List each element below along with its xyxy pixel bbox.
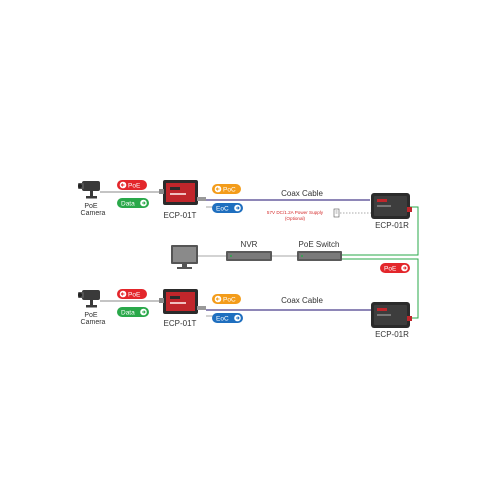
bottom-data-badge-text: Data <box>121 310 135 317</box>
nvr-label: NVR <box>241 240 258 249</box>
top-camera-label-line2: Camera <box>81 210 106 217</box>
bottom-poe-badge-text: PoE <box>128 292 141 299</box>
bottom-green-link <box>342 258 419 319</box>
nvr-device <box>226 251 272 261</box>
bottom-poc-badge-text: PoC <box>223 297 236 304</box>
top-receiver-device <box>371 193 412 219</box>
top-coax-label: Coax Cable <box>281 189 323 198</box>
monitor-icon <box>171 245 198 269</box>
top-transmitter-device <box>159 180 206 205</box>
power-plug-icon <box>333 208 340 218</box>
camera-icon <box>78 181 100 199</box>
top-data-badge: Data <box>117 198 149 208</box>
bottom-transmitter-label: ECP-01T <box>164 319 197 328</box>
top-transmitter-label: ECP-01T <box>164 211 197 220</box>
top-camera-label-line1: PoE <box>84 203 98 210</box>
bottom-camera-label-line1: PoE <box>84 312 98 319</box>
top-poc-badge-text: PoC <box>223 187 236 194</box>
bottom-transmitter-device <box>159 289 206 314</box>
bottom-data-badge: Data <box>117 307 149 317</box>
top-poe-badge: PoE <box>117 180 147 190</box>
bottom-eoc-badge: EoC <box>212 313 243 323</box>
power-supply-line1: 57V DC/1.2A Power Supply <box>267 210 324 215</box>
switch-label: PoE Switch <box>299 240 340 249</box>
top-green-link <box>342 206 419 256</box>
top-poe-badge-text: PoE <box>128 183 141 190</box>
bottom-coax-label: Coax Cable <box>281 296 323 305</box>
bottom-camera-label-line2: Camera <box>81 319 106 326</box>
top-data-badge-text: Data <box>121 201 135 208</box>
power-supply-line2: (Optional) <box>285 216 306 221</box>
top-poc-badge: PoC <box>212 184 241 194</box>
top-eoc-badge-text: EoC <box>216 206 229 213</box>
bottom-eoc-badge-text: EoC <box>216 316 229 323</box>
switch-device <box>297 251 342 261</box>
bottom-receiver-device <box>371 302 412 328</box>
bottom-poc-badge: PoC <box>212 294 241 304</box>
top-eoc-badge: EoC <box>212 203 243 213</box>
middle-poe-badge-text: PoE <box>384 266 397 273</box>
camera-icon <box>78 290 100 308</box>
bottom-poe-badge: PoE <box>117 289 147 299</box>
bottom-receiver-label: ECP-01R <box>375 330 409 339</box>
middle-poe-badge: PoE <box>380 263 410 273</box>
top-receiver-label: ECP-01R <box>375 221 409 230</box>
